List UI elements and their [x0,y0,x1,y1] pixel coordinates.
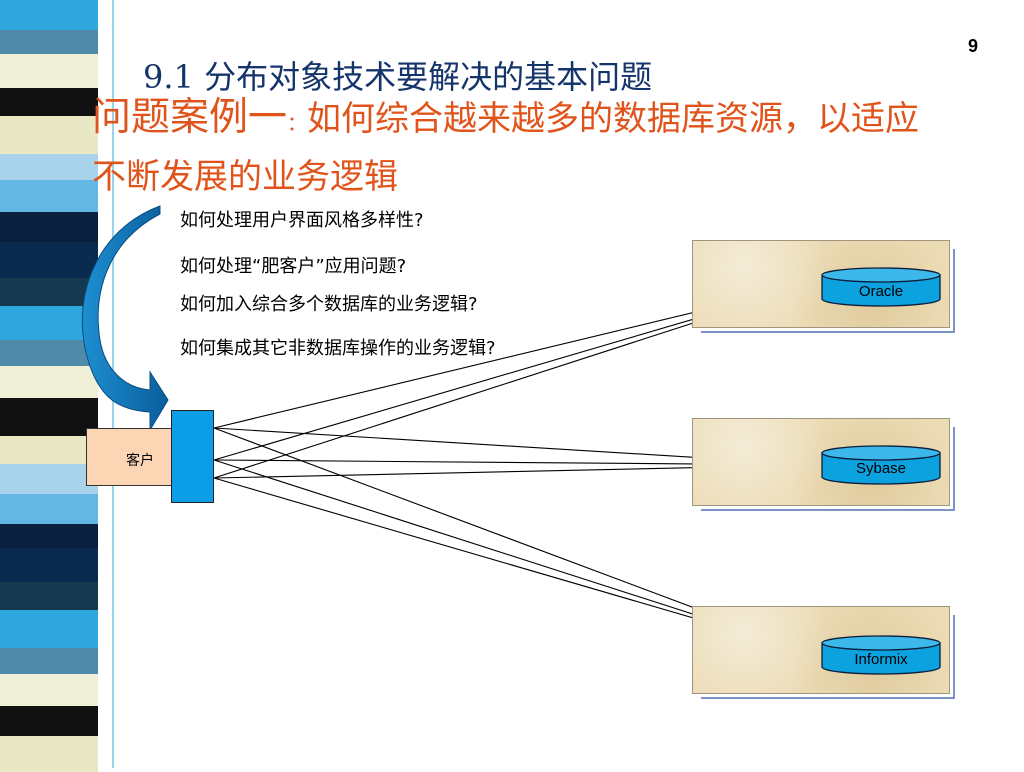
stripe-block [0,524,98,548]
stripe-block [0,494,98,524]
case-subtitle: 问题案例一：如何综合越来越多的数据库资源，以适应不断发展的业务逻辑 [92,92,922,209]
stripe-block [0,610,98,648]
page-number: 9 [967,36,978,56]
question-2: 如何处理“肥客户”应用问题? [180,256,407,277]
case-separator: ： [287,111,308,135]
stripe-block [0,306,98,340]
informix-label: Informix [854,651,908,668]
stripe-block [0,88,98,116]
stripe-block [0,674,98,706]
stripe-block [0,436,98,464]
stripe-block [0,278,98,306]
case-description: 如何综合越来越多的数据库资源，以适应不断发展的业务逻辑 [92,99,920,197]
stripe-block [0,464,98,494]
page-title: 9.1 分布对象技术要解决的基本问题 [143,58,653,96]
stripe-block [0,30,98,54]
stripe-block [0,736,98,772]
sybase-label: Sybase [855,460,907,477]
curved-arrow [81,205,169,432]
client-connector [171,410,214,503]
stripe-block [0,116,98,154]
stripe-block [0,398,98,436]
stripe-block [0,706,98,736]
stripe-block [0,212,98,242]
question-3: 如何加入综合多个数据库的业务逻辑? [180,294,478,315]
stripe-block [0,548,98,582]
sybase-database-cylinder [821,445,941,485]
oracle-database-cylinder [821,267,941,307]
stripe-block [0,648,98,674]
stripe-block [0,0,98,30]
question-1: 如何处理用户界面风格多样性? [180,210,424,231]
case-heading: 问题案例一 [92,95,288,140]
informix-database-cylinder [821,635,941,675]
oracle-label: Oracle [858,283,904,300]
question-4: 如何集成其它非数据库操作的业务逻辑? [180,338,496,359]
stripe-block [0,180,98,212]
stripe-block [0,366,98,398]
stripe-block [0,154,98,180]
client-label: 客户 [126,453,154,469]
stripe-block [0,242,98,278]
stripe-block [0,340,98,366]
stripe-block [0,582,98,610]
stripe-block [0,54,98,88]
